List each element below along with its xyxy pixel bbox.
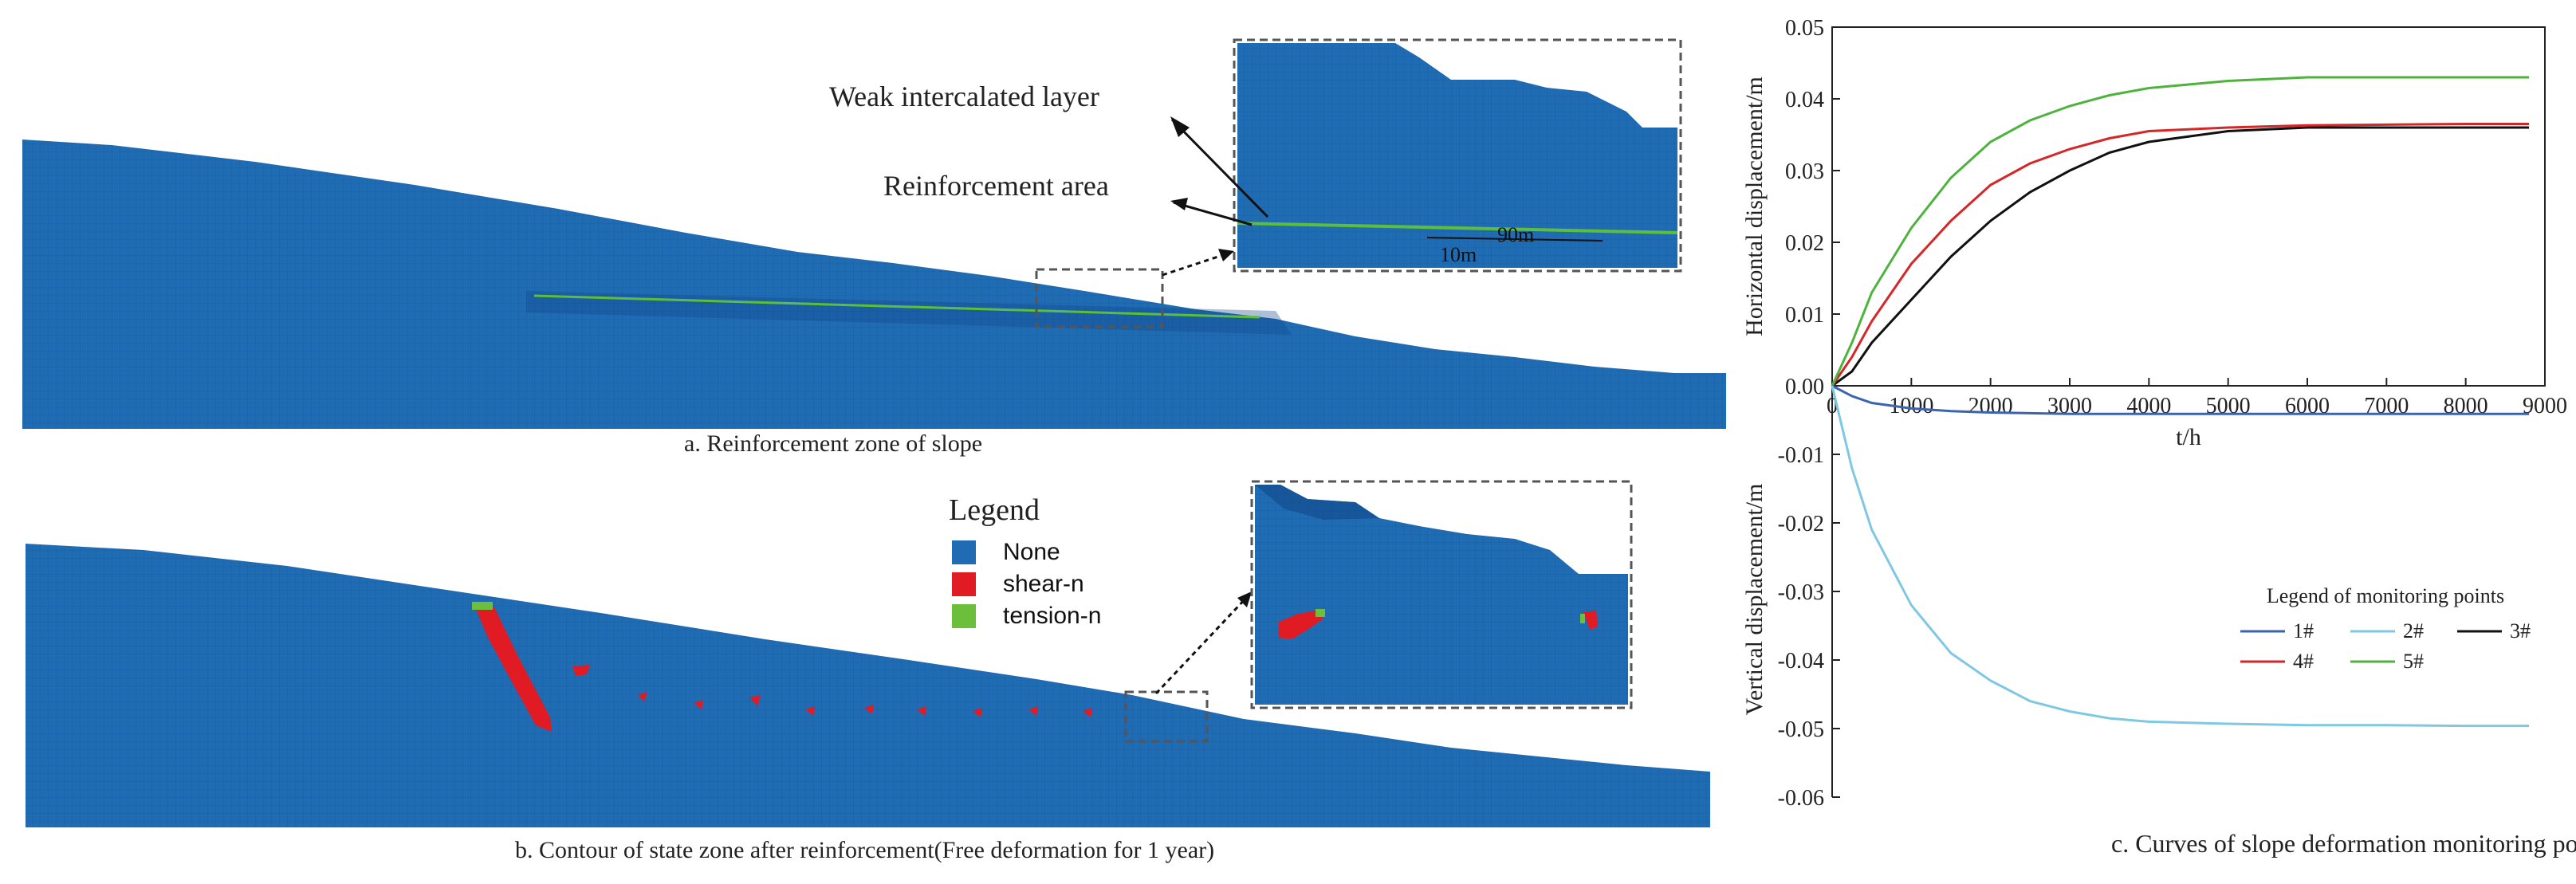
x-tick-label: 2000 (1968, 394, 2013, 418)
y-tick-label-bottom: -0.05 (1778, 717, 1824, 742)
arrow-weak-layer-head (1170, 116, 1190, 137)
legend-label-5: 5# (2403, 650, 2424, 673)
y-tick-label-top: 0.02 (1785, 231, 1824, 256)
horizontal-series-4 (1831, 123, 2530, 387)
zoom-box-a (1035, 268, 1164, 328)
y-tick-label-bottom: -0.02 (1778, 512, 1824, 536)
legend-label-4: 4# (2293, 650, 2314, 673)
legend-label-shear: shear-n (1003, 571, 1084, 597)
legend-item-tension: tension-n (952, 603, 1101, 630)
y-axis-label-bottom: Vertical displacement/m (1741, 484, 1768, 716)
legend-title-b: Legend (949, 493, 1040, 527)
plot-frame-horizontal (1831, 26, 2546, 387)
legend-swatch-none (952, 540, 976, 564)
slope-body-b (26, 544, 1710, 827)
legend-label-tension: tension-n (1003, 603, 1102, 629)
arrow-reinforcement-head (1170, 198, 1188, 210)
legend-title-monitoring: Legend of monitoring points (2267, 584, 2504, 607)
inset-a: 90m 10m (1233, 38, 1682, 273)
horizontal-series-3 (1831, 126, 2530, 387)
y-tick-label-top: 0.00 (1785, 375, 1824, 399)
inset-b (1250, 480, 1633, 709)
dimension-90m: 90m (1497, 223, 1534, 246)
legend-item-none: None (952, 539, 1060, 566)
arrow-weak-layer (1170, 118, 1269, 218)
legend-swatch-shear (952, 572, 976, 596)
y-tick-label-top: 0.01 (1785, 303, 1824, 328)
shear-markers-b (572, 665, 1092, 717)
y-tick-label-bottom: -0.03 (1778, 580, 1824, 605)
zoom-pointer-b (1154, 595, 1249, 695)
y-tick-label-top: 0.03 (1785, 159, 1824, 184)
caption-a: a. Reinforcement zone of slope (684, 430, 983, 457)
zoom-pointer-arrowhead-b (1237, 591, 1252, 607)
y-tick-label-bottom: -0.01 (1778, 443, 1824, 468)
vertical-series-2 (1831, 385, 2530, 728)
slope-model-a: 90m 10m Weak intercalated layer Reinforc… (22, 38, 1726, 429)
legend-swatch-tension (952, 604, 976, 628)
legend-label-3: 3# (2510, 619, 2531, 642)
y-axis-label-top: Horizontal displacement/m (1741, 77, 1768, 336)
slope-body-a (22, 139, 1726, 429)
zoom-pointer-arrowhead-a (1218, 249, 1234, 261)
horizontal-series-5 (1831, 76, 2530, 387)
weak-layer-line-a (533, 294, 1260, 319)
legend-label-1: 1# (2293, 619, 2314, 642)
y-tick-label-top: 0.05 (1785, 16, 1824, 41)
shear-band-b (475, 607, 552, 732)
zoom-pointer-a (1162, 252, 1229, 277)
label-reinforcement-area: Reinforcement area (883, 170, 1109, 202)
legend-label-2: 2# (2403, 619, 2424, 642)
panel-b (0, 470, 1730, 845)
zoom-box-b (1124, 690, 1209, 743)
y-tick-label-bottom: -0.06 (1778, 786, 1824, 811)
dimension-10m: 10m (1440, 243, 1477, 266)
caption-b: b. Contour of state zone after reinforce… (515, 837, 1215, 863)
x-tick-label: 9000 (2523, 394, 2567, 418)
panel-a: 90m 10m Weak intercalated layer Reinforc… (0, 0, 1730, 462)
vertical-series-1 (1831, 384, 2530, 415)
y-tick-label-bottom: -0.04 (1778, 649, 1824, 674)
arrow-reinforcement (1173, 201, 1253, 226)
y-tick-label-top: 0.04 (1785, 88, 1824, 112)
legend-item-shear: shear-n (952, 571, 1084, 598)
slope-model-b (26, 480, 1710, 827)
label-weak-layer: Weak intercalated layer (829, 81, 1099, 112)
x-axis-label: t/h (2176, 424, 2201, 450)
tension-patch-b (472, 602, 493, 610)
caption-c: c. Curves of slope deformation monitorin… (2111, 829, 2576, 858)
legend-label-none: None (1003, 539, 1060, 565)
